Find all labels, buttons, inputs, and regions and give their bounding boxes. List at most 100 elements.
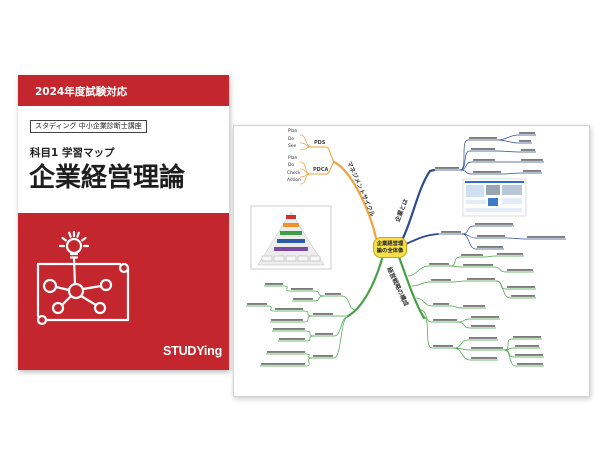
embedded-diagram-thumbnail: [462, 178, 527, 217]
mindmap-subnode-label: [477, 246, 503, 248]
mindmap-subnode-label: [515, 345, 539, 347]
mindmap-connector: [415, 297, 450, 307]
mindmap-connector: [274, 310, 313, 317]
mindmap-connector: [503, 347, 540, 351]
mindmap-subnode-label: [441, 231, 461, 233]
branch-blue-secondary-line: [405, 233, 439, 245]
mindmap-connector: [449, 256, 484, 267]
mindmap-subnode-label: [471, 347, 503, 349]
mindmap-connector: [501, 172, 542, 175]
mindmap-subnode-label: [521, 149, 535, 151]
scroll-icon: [36, 262, 130, 326]
mindmap-connector: [497, 134, 536, 141]
mindmap-subnode-label: [469, 337, 497, 339]
mindmap-subnode-label: [507, 269, 533, 271]
mindmap-subnode-label: [515, 354, 543, 356]
pdca-label: PDCA: [313, 167, 329, 173]
mindmap-subnode-label: [473, 159, 495, 161]
mindmap-connector: [407, 265, 450, 277]
mindmap-connector: [459, 150, 496, 171]
mindmap-connector: [459, 169, 502, 175]
lightbulb-icon: [58, 230, 90, 286]
mindmap-connector: [495, 280, 536, 299]
cover-red-panel: STUDYing: [18, 213, 229, 370]
studying-logo: STUDYing: [163, 344, 223, 358]
mindmap-subnode-label: [291, 288, 313, 290]
lightbulb-mindmap-icon: [36, 230, 130, 326]
mindmap-subnode-label: [273, 328, 305, 330]
mindmap-connector: [290, 290, 325, 297]
mindmap-subnode-label: [473, 171, 501, 173]
pds-label: PDS: [314, 140, 326, 146]
pyramid-level-2: [283, 223, 299, 227]
mindmap-subnode-label: [431, 279, 451, 281]
mindmap-subnode-label: [475, 223, 513, 225]
mindmap-subnode-label: [313, 355, 333, 357]
mindmap-connector: [497, 139, 532, 144]
mindmap-connector: [422, 315, 454, 349]
mindmap-subnode-label: [433, 303, 449, 305]
mindmap-connector: [453, 339, 498, 349]
mindmap-subnode-label: [433, 319, 457, 321]
pyramid-level-3: [280, 231, 302, 235]
branch-pds-line: [312, 146, 335, 163]
mindmap-connector: [503, 349, 544, 367]
pdca-step-do: Do: [288, 163, 295, 168]
mindmap-subnode-label: [433, 345, 453, 347]
mindmap-connector: [292, 295, 325, 302]
mindmap-connector: [278, 335, 315, 342]
pds-step-see: See: [288, 144, 297, 149]
mindmap-subnode-label: [463, 264, 493, 266]
mindmap-subnode-label: [471, 148, 495, 150]
mindmap-subnode-label: [517, 363, 543, 365]
mindmap-subnode-label: [247, 303, 267, 305]
pyramid-diagram: [250, 205, 332, 270]
mindmap-subnode-label: [325, 293, 341, 295]
mindmap-connector: [411, 281, 452, 287]
branch-green-left-line: [346, 257, 384, 318]
branch-blue-line: [400, 168, 436, 242]
exam-year-band: 2024年度試験対応: [18, 75, 229, 106]
mindmap-connector: [314, 316, 349, 337]
mindmap-connector: [272, 330, 315, 337]
pdca-step-check: Check: [287, 171, 301, 176]
mindmap-connector: [451, 280, 496, 283]
mindmap-connector: [419, 309, 458, 323]
mindmap-subnode-label: [527, 236, 565, 238]
mindmap-subnode-label: [261, 363, 305, 365]
branch-pdca-line: [311, 161, 335, 175]
mindmap-connector: [457, 321, 496, 329]
mindmap-subnode-label: [271, 319, 303, 321]
mindmap-subnode-label: [467, 278, 495, 280]
mindmap-connector: [264, 285, 291, 292]
mindmap-subnode-label: [435, 167, 459, 169]
mindmap-subnode-label: [469, 137, 497, 139]
mindmap-connector: [299, 161, 312, 175]
pyramid-level-1: [286, 215, 296, 219]
mindmap-subnode-label: [521, 159, 543, 161]
branch-green-right-line: [397, 255, 426, 320]
mindmap-subnode-label: [511, 295, 535, 297]
cover-title: 企業経営理論: [29, 163, 186, 193]
mindmap-subnode-label: [513, 336, 541, 338]
subject-line: 科目1 学習マップ: [30, 147, 115, 159]
mindmap-preview: Plan Do See PDS Plan Do Check Action PDC…: [233, 125, 590, 397]
mindmap-connector: [457, 318, 500, 323]
mindmap-subnode-label: [471, 325, 495, 327]
pyramid-level-4: [277, 239, 305, 243]
pdca-step-action: Action: [287, 178, 301, 183]
mindmap-canvas: [246, 132, 566, 367]
mindmap-connector: [260, 357, 313, 367]
mindmap-subnode-label: [313, 313, 333, 315]
mindmap-connector: [459, 161, 496, 171]
mindmap-subnode-label: [267, 351, 305, 353]
pdca-step-plan: Plan: [288, 156, 298, 161]
mindmap-connector: [324, 295, 357, 311]
pds-step-plan: Plan: [288, 129, 298, 134]
mindmap-subnode-label: [523, 170, 541, 172]
mindmap-connector: [266, 353, 313, 359]
mindmap-subnode-label: [463, 305, 485, 307]
book-cover: 2024年度試験対応 スタディング 中小企業診断士講座 科目1 学習マップ 企業…: [18, 75, 229, 370]
mindmap-subnode-label: [279, 338, 305, 340]
mindmap-connector: [449, 305, 486, 309]
